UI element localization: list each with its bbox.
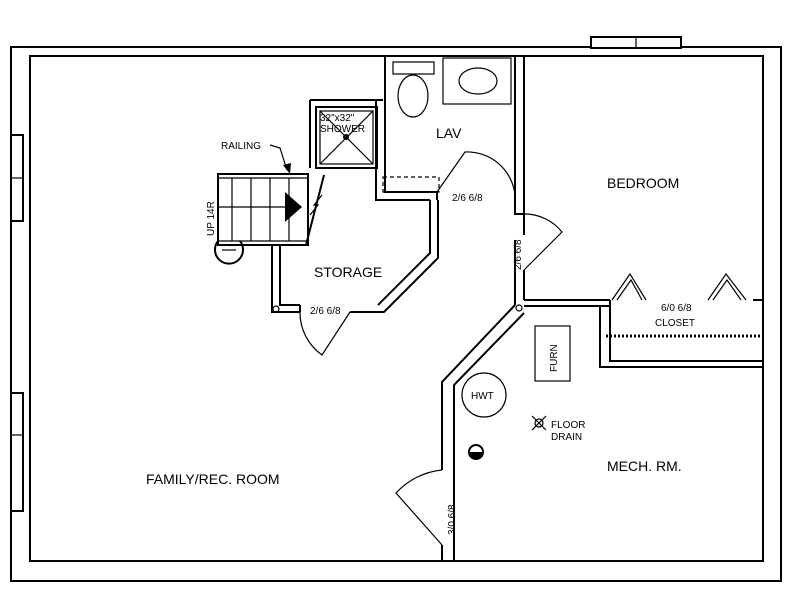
door-closet-left xyxy=(611,272,647,301)
door-mech xyxy=(395,469,443,546)
room-mech-label: MECH. RM. xyxy=(607,458,682,474)
window-left-lower xyxy=(10,392,24,512)
floor-drain-label-1: FLOOR xyxy=(551,420,585,431)
door-hall-label: 2/6 6/8 xyxy=(513,239,524,270)
door-mech-label: 3/0 6/8 xyxy=(447,504,458,535)
room-storage-label: STORAGE xyxy=(314,264,382,280)
door-storage-label: 2/6 6/8 xyxy=(310,306,341,317)
furnace-icon xyxy=(534,325,571,382)
shower: 32"x32" SHOWER xyxy=(315,106,378,169)
room-lav-label: LAV xyxy=(436,125,462,141)
door-lav xyxy=(436,151,516,196)
shower-size-label: 32"x32" xyxy=(320,113,355,124)
floor-drain-label-2: DRAIN xyxy=(551,432,582,443)
stair-newel xyxy=(214,240,244,265)
door-storage xyxy=(299,311,351,356)
windows xyxy=(10,36,682,512)
sink-counter xyxy=(442,57,512,105)
doors xyxy=(299,151,747,546)
stair-arrow-icon xyxy=(285,192,302,222)
railing-callout: RAILING xyxy=(221,141,291,174)
stairs: UP 14R xyxy=(206,173,323,265)
stair-break-icon xyxy=(309,194,323,216)
door-hall xyxy=(523,213,563,271)
lav-fixtures xyxy=(382,57,512,193)
door-closet-right xyxy=(707,272,747,301)
room-family-label: FAMILY/REC. ROOM xyxy=(146,471,280,487)
room-closet-label: CLOSET xyxy=(655,318,695,329)
furnace-label: FURN xyxy=(549,344,560,372)
water-heater-label: HWT xyxy=(471,391,494,402)
sink-icon xyxy=(458,67,498,95)
exterior-wall-inner xyxy=(29,55,764,562)
toilet-icon xyxy=(397,74,429,118)
exterior-walls xyxy=(10,46,782,582)
mechanical-equipment: FURN HWT FLOOR DRAIN xyxy=(461,325,585,460)
shower-label: SHOWER xyxy=(320,124,365,135)
water-heater-icon xyxy=(461,372,507,418)
stair-label: UP 14R xyxy=(206,201,217,236)
lav-vanity-dashed xyxy=(382,176,440,193)
door-lav-label: 2/6 6/8 xyxy=(452,193,483,204)
exterior-wall-outer xyxy=(10,46,782,582)
room-bedroom-label: BEDROOM xyxy=(607,175,679,191)
toilet-tank xyxy=(392,61,435,75)
railing-label: RAILING xyxy=(221,141,261,152)
interior-walls xyxy=(271,56,763,561)
door-closet-label: 6/0 6/8 xyxy=(661,303,692,314)
shower-drain-icon xyxy=(343,134,349,140)
column-storage xyxy=(272,305,280,313)
floor-drain-icon xyxy=(534,418,544,428)
column-hall xyxy=(515,304,523,312)
